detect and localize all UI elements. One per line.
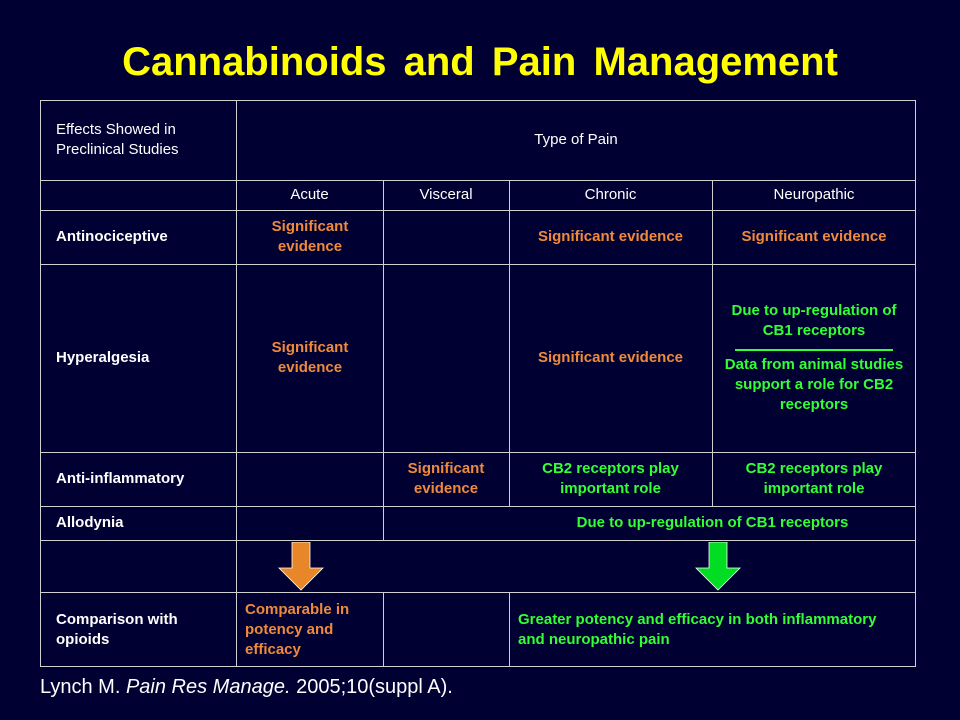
row-divider [40,506,916,507]
antinociceptive-acute: Significant evidence [271,218,349,255]
anti-inflammatory-neuropathic: CB2 receptors play important role [745,460,883,497]
row-divider [40,210,916,211]
row-label-antinociceptive: Antinociceptive [56,228,168,245]
comparison-acute: Comparable in potency and efficacy [245,600,350,658]
row-divider [40,592,916,593]
col-divider [712,180,713,506]
antinociceptive-neuropathic: Significant evidence [741,228,887,245]
row-divider [40,540,916,541]
col-divider [236,100,237,667]
allodynia-chronic-neuropathic: Due to up-regulation of CB1 receptors [576,514,849,531]
green-separator-line [735,349,893,351]
col-divider [383,592,384,667]
orange-down-arrow-icon [277,541,325,597]
row-label-hyperalgesia: Hyperalgesia [56,349,150,366]
hyperalgesia-neuropathic-cb1: Due to up-regulation of CB1 receptors [731,302,897,339]
row-divider [40,264,916,265]
col-divider [383,180,384,540]
corner-label: Effects Showed in Preclinical Studies [56,121,179,158]
hyperalgesia-neuropathic-cb2: Data from animal studies support a role … [724,356,904,413]
col-divider [509,592,510,667]
citation-journal: Pain Res Manage. [125,676,291,698]
column-header-chronic: Chronic [584,186,637,203]
citation: Lynch M. Pain Res Manage. 2005;10(suppl … [40,676,453,699]
column-header-visceral: Visceral [419,186,473,203]
hyperalgesia-chronic: Significant evidence [537,349,684,366]
green-down-arrow-icon [694,541,742,597]
anti-inflammatory-visceral: Significant evidence [407,460,485,497]
comparison-chronic-neuropathic: Greater potency and efficacy in both inf… [518,610,877,648]
row-divider [40,180,916,181]
citation-author: Lynch M. [40,676,121,698]
table-frame [40,100,916,667]
hyperalgesia-acute: Significant evidence [271,339,349,376]
citation-details: 2005;10(suppl A). [296,676,453,698]
row-label-comparison: Comparison with opioids [56,610,178,648]
antinociceptive-chronic: Significant evidence [537,228,684,245]
type-of-pain-header: Type of Pain [534,131,618,148]
anti-inflammatory-chronic: CB2 receptors play important role [542,460,679,497]
column-header-acute: Acute [290,186,329,203]
row-divider [40,452,916,453]
col-divider [509,180,510,506]
column-header-neuropathic: Neuropathic [773,186,855,203]
row-label-anti-inflammatory: Anti-inflammatory [56,470,185,487]
row-label-allodynia: Allodynia [56,514,124,531]
hyperalgesia-neuropathic: Due to up-regulation of CB1 receptors Da… [722,264,906,452]
slide-title: Cannabinoids and Pain Management [122,40,838,84]
